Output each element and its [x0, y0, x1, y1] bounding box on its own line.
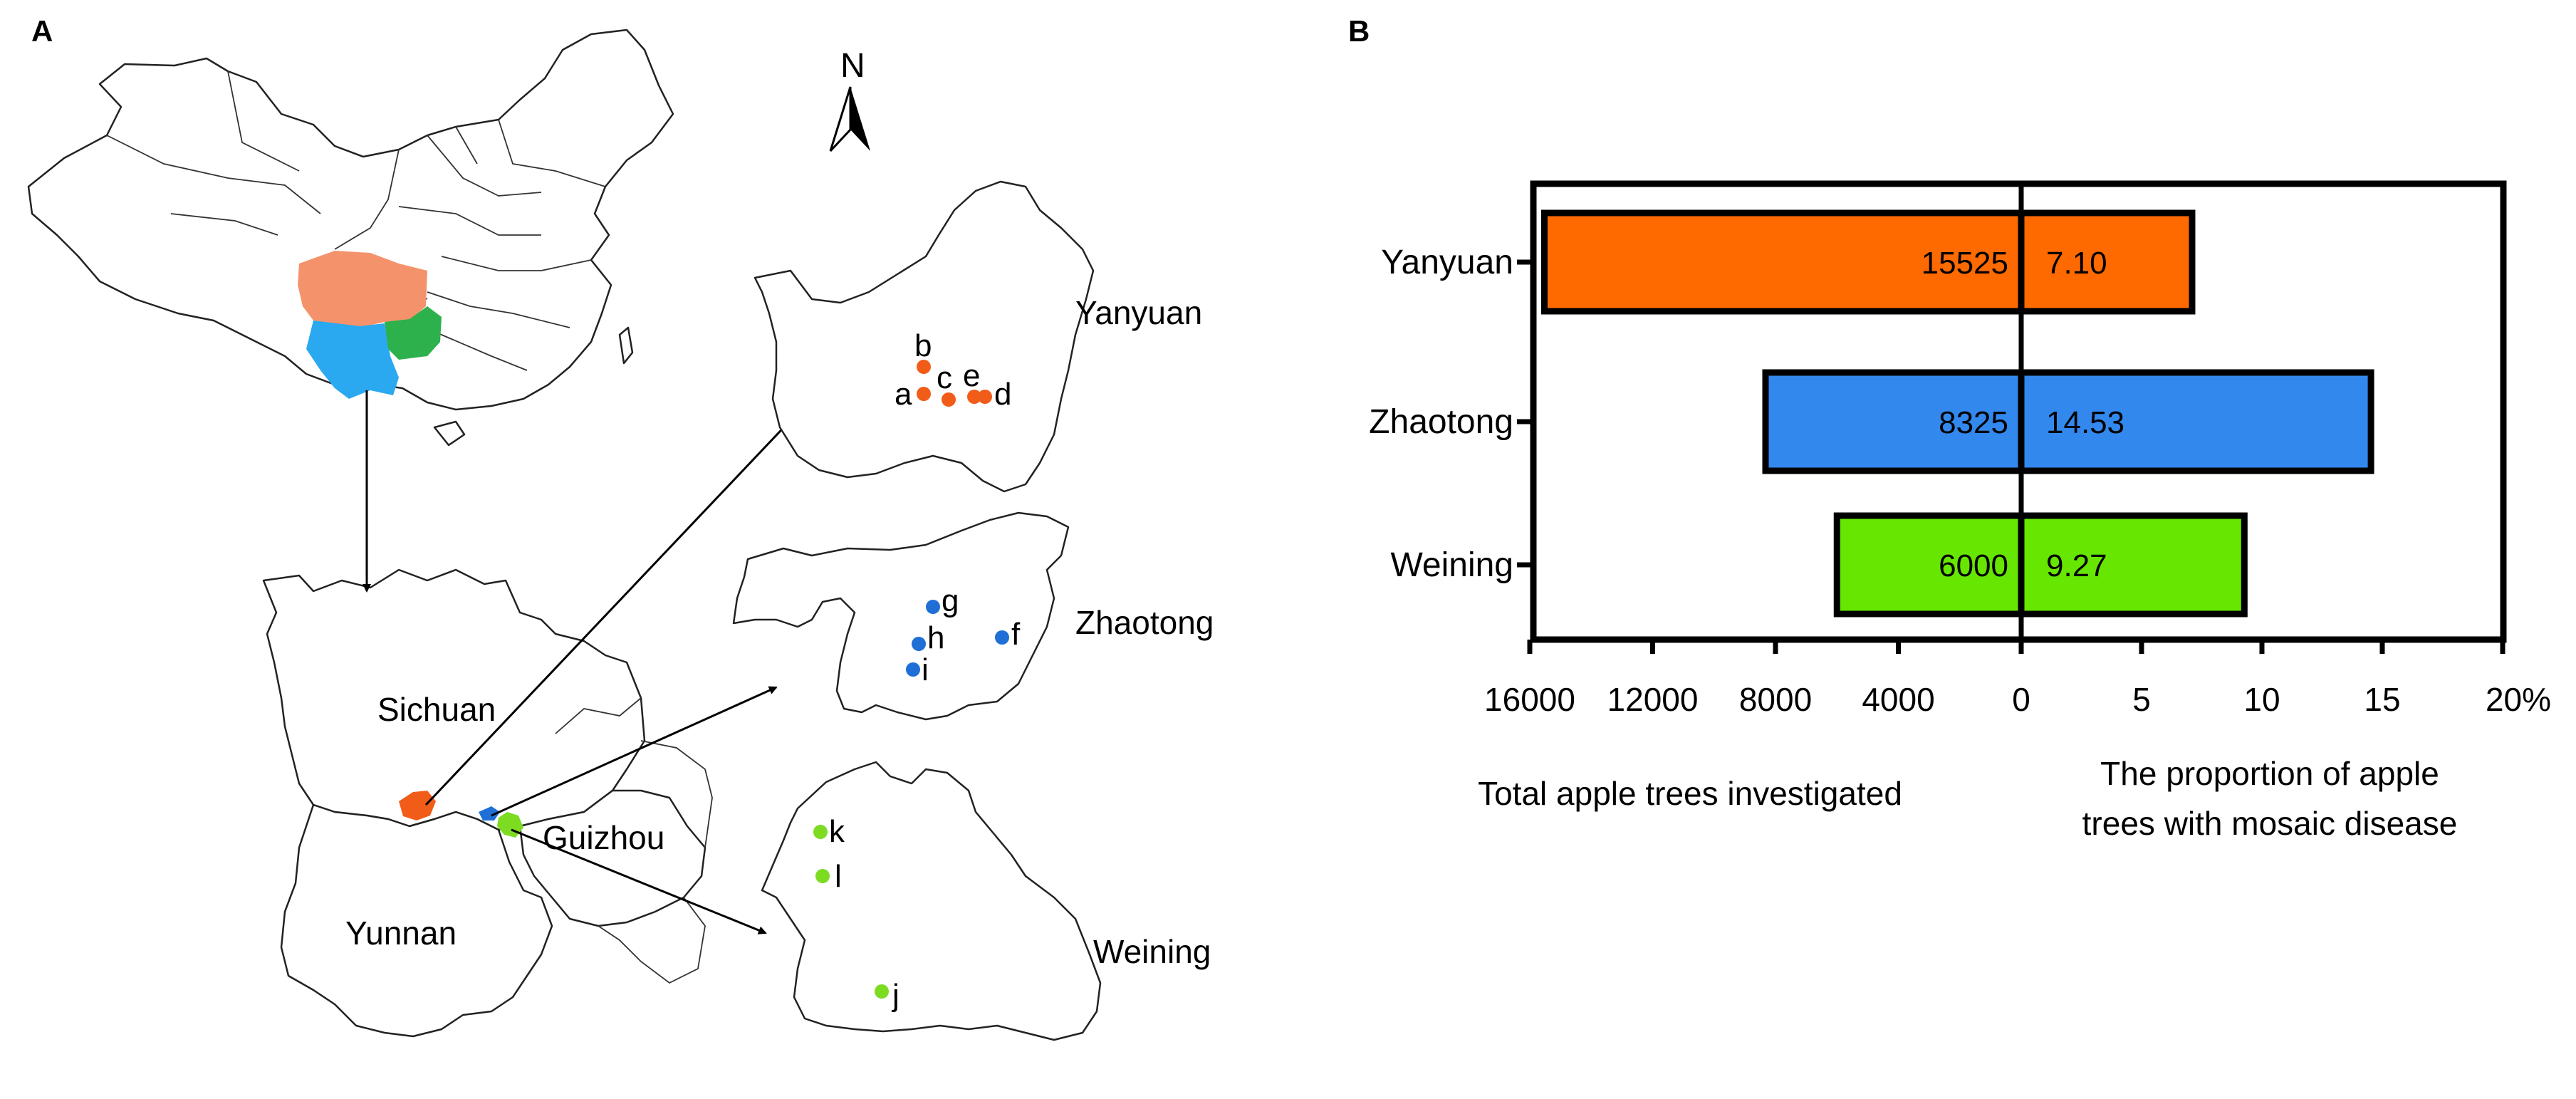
value-label-proportion-weining: 9.27 [2046, 548, 2107, 583]
site-j-marker [875, 984, 889, 999]
guizhou-overview [385, 306, 442, 360]
site-label-k: k [829, 814, 845, 849]
value-label-total-weining: 6000 [1939, 548, 2008, 583]
site-k-marker [813, 825, 828, 839]
region-label-weining: Weining [1093, 933, 1211, 970]
region-label-yunnan: Yunnan [345, 915, 457, 952]
region-label-zhaotong: Zhaotong [1075, 604, 1214, 641]
right-tick-label-10: 10 [2243, 681, 2280, 718]
site-e-marker [967, 390, 981, 404]
site-c-marker [942, 392, 956, 407]
right-tick-label-15: 15 [2364, 681, 2400, 718]
site-label-e: e [963, 358, 980, 393]
left-tick-label-4000: 4000 [1862, 681, 1934, 718]
site-label-j: j [891, 978, 899, 1013]
china-outline [27, 28, 674, 411]
left-tick-label-12000: 12000 [1607, 681, 1699, 718]
hainan-outline [433, 420, 466, 447]
category-label-zhaotong: Zhaotong [1369, 403, 1513, 441]
bars-layer: 15525 7.10 8325 14.53 6000 9.27 [1540, 209, 2374, 618]
bar-total-zhaotong [1762, 369, 2025, 474]
neighbor-outline [555, 697, 713, 984]
value-label-total-zhaotong: 8325 [1939, 405, 2008, 440]
value-label-proportion-zhaotong: 14.53 [2046, 405, 2124, 440]
north-label: N [840, 47, 865, 85]
left-tick-label-8000: 8000 [1739, 681, 1812, 718]
region-label-sichuan: Sichuan [377, 691, 496, 728]
bar-proportion-yanyuan [2018, 209, 2196, 315]
site-label-i: i [922, 652, 929, 687]
bar-proportion-zhaotong [2018, 369, 2374, 474]
left-axis-title: Total apple trees investigated [1478, 775, 1902, 812]
site-l-marker [815, 869, 830, 883]
site-label-h: h [927, 620, 944, 655]
taiwan-outline [618, 326, 634, 365]
zhaotong-county-map: f g h i Zhaotong [732, 511, 1214, 721]
north-arrow-left [829, 86, 852, 152]
chart-panel: B 15525 7.10 8325 14.53 6000 9.27 YanyuanZhao… [1348, 14, 2551, 842]
southwest-region-map: Sichuan Yunnan Guizhou [262, 568, 713, 1038]
site-label-g: g [942, 583, 959, 618]
site-label-f: f [1011, 617, 1021, 652]
yanyuan-outline [753, 180, 1095, 493]
site-label-d: d [994, 377, 1011, 412]
weining-county-map: j k l Weining [761, 761, 1211, 1041]
zhaotong-outline [732, 511, 1070, 721]
left-tick-label-16000: 16000 [1484, 681, 1575, 718]
right-axis-title-line-2: trees with mosaic disease [2082, 805, 2458, 842]
right-axis-title-line-1: The proportion of apple [2100, 755, 2439, 792]
plot-frame [1530, 180, 2507, 643]
site-label-a: a [895, 377, 912, 412]
category-label-weining: Weining [1390, 546, 1513, 584]
region-label-yanyuan: Yanyuan [1075, 294, 1202, 331]
site-d-marker [978, 390, 992, 404]
bar-proportion-weining [2018, 512, 2248, 618]
site-label-c: c [937, 360, 952, 395]
guizhou-outline [518, 789, 706, 927]
province-borders [106, 71, 606, 371]
yunnan-overview [306, 321, 399, 399]
site-a-marker [917, 387, 931, 401]
axis-ticks: 16000 12000 8000 4000 0 5 10 15 20% [1484, 640, 2551, 718]
site-g-marker [926, 600, 940, 614]
site-b-marker [917, 360, 931, 374]
site-f-marker [995, 630, 1009, 645]
site-label-b: b [914, 328, 932, 363]
zhaotong-highlight [479, 806, 500, 821]
yanyuan-arrow [424, 419, 792, 806]
zhaotong-arrow [491, 686, 778, 817]
panel-label-a: A [31, 14, 53, 48]
weining-outline [761, 761, 1102, 1041]
panel-label-b: B [1348, 14, 1370, 48]
category-label-yanyuan: Yanyuan [1381, 244, 1513, 281]
site-label-l: l [835, 859, 842, 894]
value-label-total-yanyuan: 15525 [1921, 246, 2008, 281]
china-overview-map [27, 28, 674, 447]
yanyuan-county-map: a b c d e Yanyuan [753, 180, 1202, 493]
yunnan-outline [280, 803, 553, 1038]
right-tick-label-5: 5 [2132, 681, 2151, 718]
right-tick-label-0: 0 [2012, 681, 2030, 718]
site-i-marker [906, 662, 920, 677]
sichuan-overview [298, 251, 427, 328]
north-arrow-right [850, 87, 870, 151]
weining-arrow [511, 828, 767, 934]
yanyuan-highlight [399, 791, 436, 821]
bar-total-yanyuan [1540, 209, 2025, 315]
map-panel: A N Sichuan Yunnan Gu [27, 14, 1214, 1041]
site-h-marker [912, 637, 926, 651]
right-tick-label-20: 20% [2486, 681, 2551, 718]
north-arrow: N [829, 47, 870, 152]
value-label-proportion-yanyuan: 7.10 [2046, 246, 2107, 281]
